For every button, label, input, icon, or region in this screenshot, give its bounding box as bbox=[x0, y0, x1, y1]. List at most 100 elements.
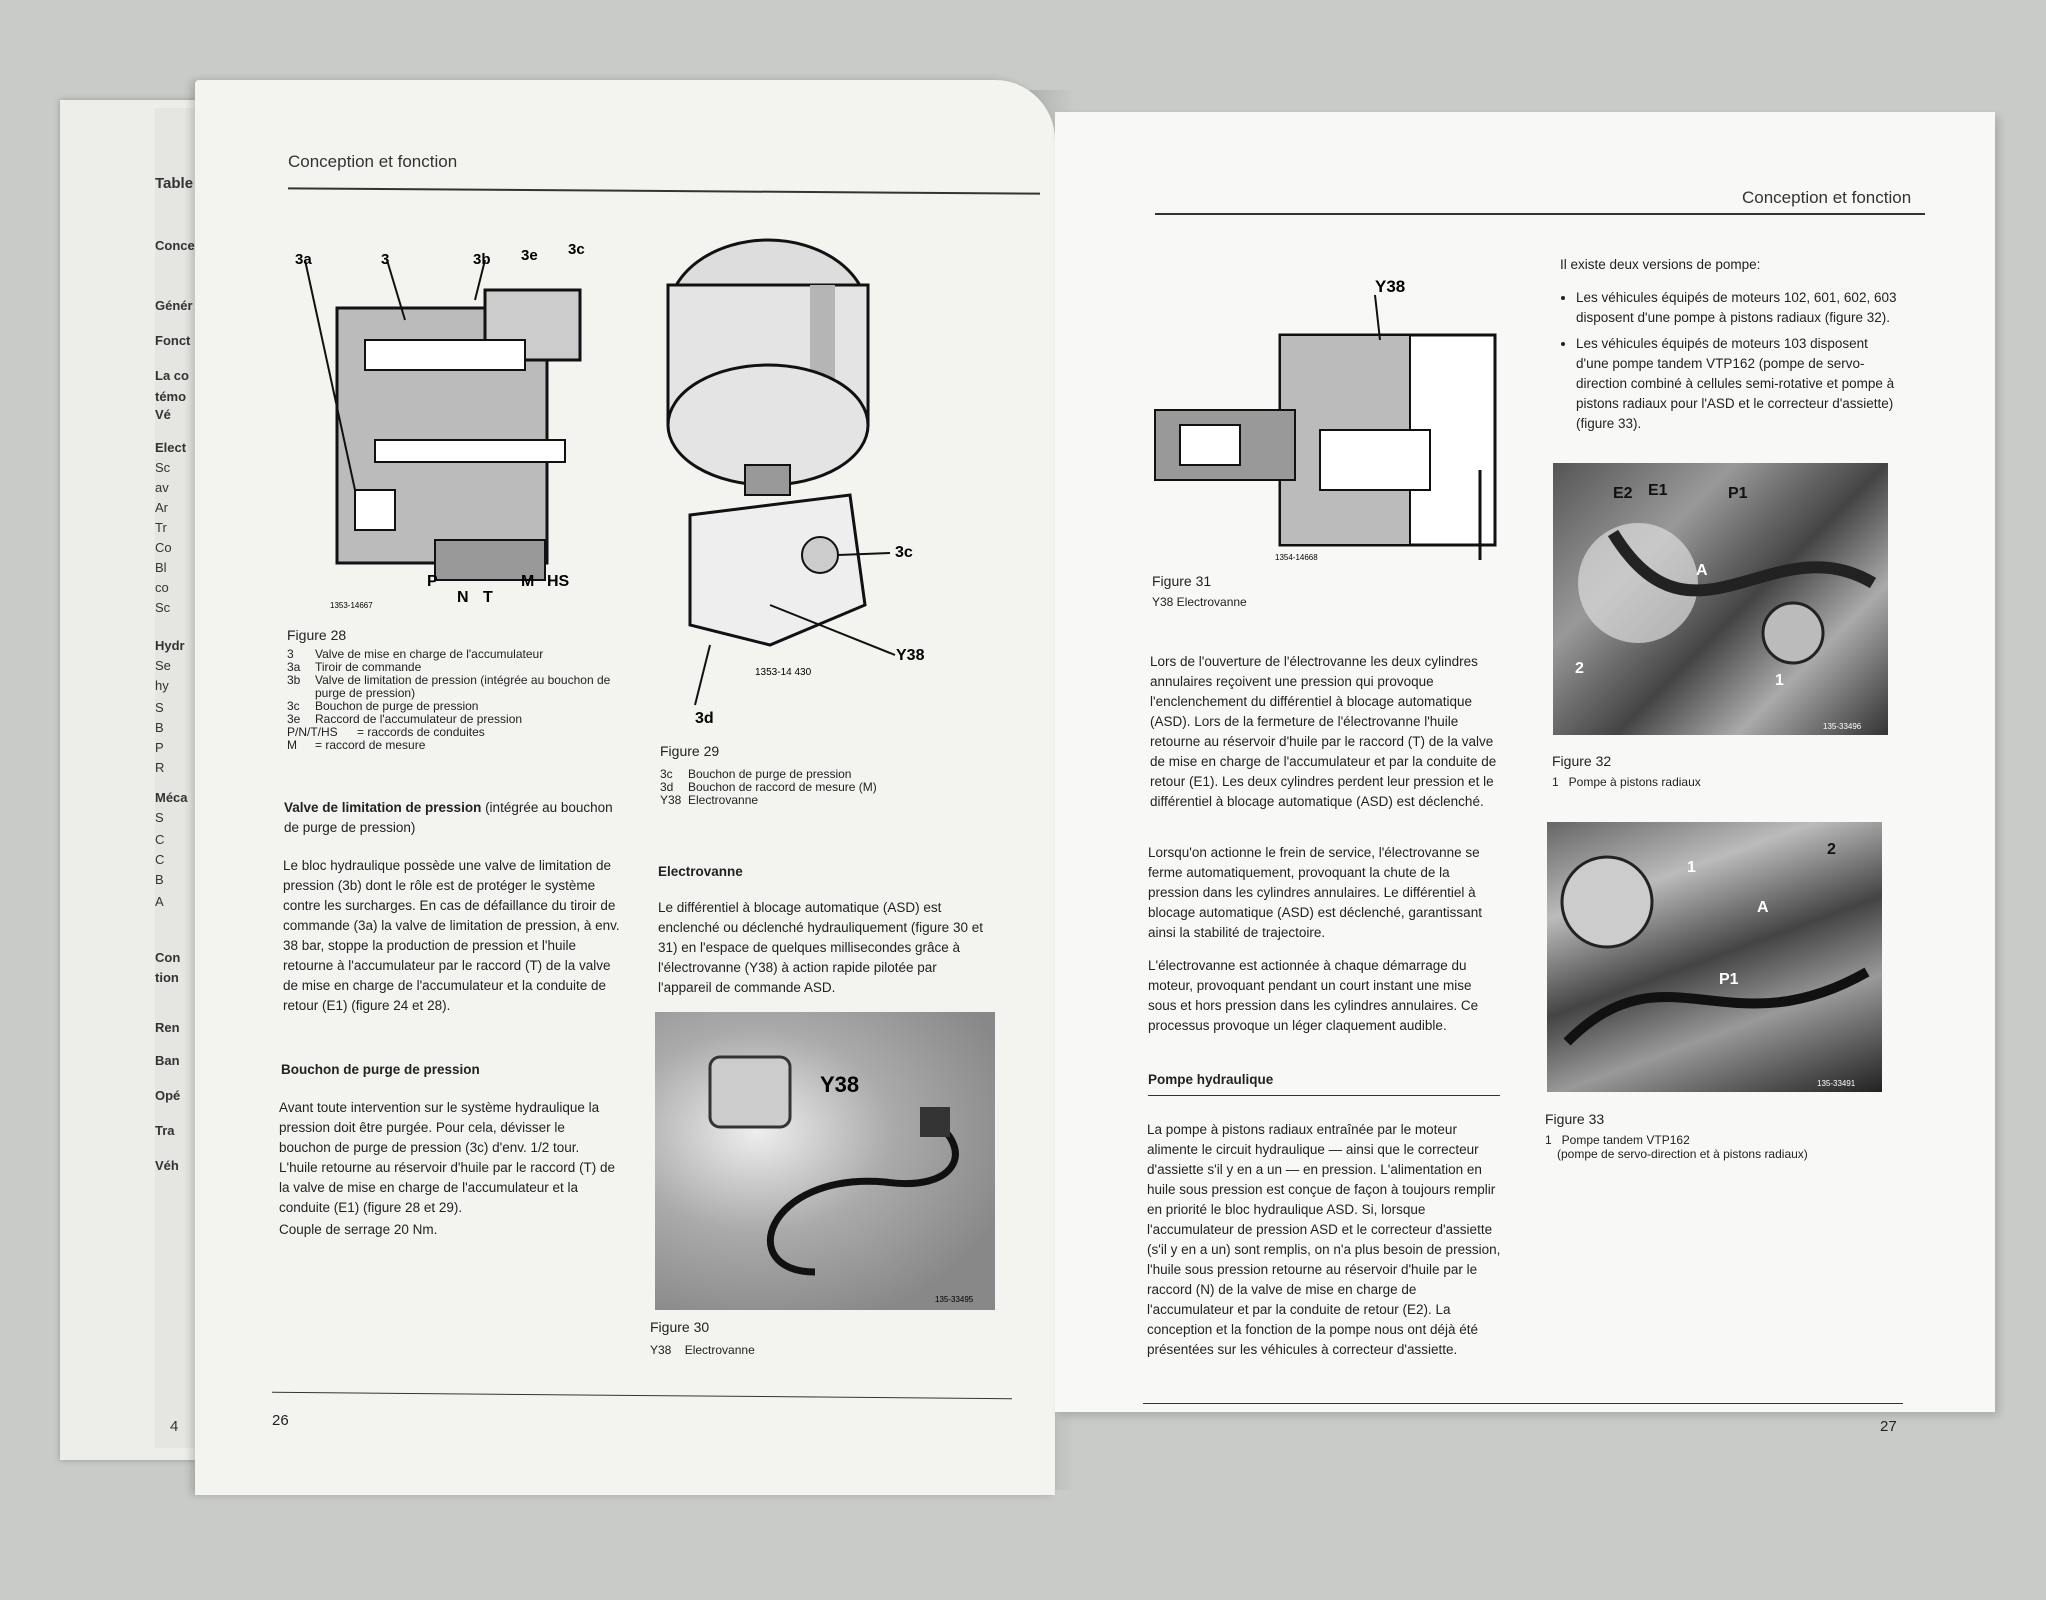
fig28-label-3c: 3c bbox=[568, 241, 585, 258]
legend-value: = raccord de mesure bbox=[315, 738, 426, 752]
legend-key: 3c bbox=[287, 699, 300, 713]
fig33-label-a: A bbox=[1757, 899, 1769, 916]
fig28-code: 1353-14667 bbox=[330, 601, 373, 610]
toc-item: Con bbox=[155, 950, 181, 965]
toc-item: La co bbox=[155, 368, 189, 383]
legend-key: 3a bbox=[287, 660, 301, 674]
legend-key: Y38 bbox=[660, 793, 682, 807]
figure-29-caption: Figure 29 bbox=[660, 743, 720, 759]
figure-32-caption: Figure 32 bbox=[1552, 753, 1612, 769]
legend-value: Electrovanne bbox=[688, 793, 759, 807]
figure-28-diagram: 3a 3 3b 3e 3c P N T M HS 1353-14667 bbox=[295, 241, 585, 610]
toc-item: S bbox=[155, 810, 164, 825]
legend-value: Raccord de l'accumulateur de pression bbox=[315, 712, 523, 726]
legend-key: 3b bbox=[287, 673, 301, 687]
fig33-code: 135-33491 bbox=[1817, 1079, 1856, 1088]
toc-item: Méca bbox=[155, 790, 188, 805]
fig32-code: 135-33496 bbox=[1823, 722, 1862, 731]
fig28-label-3: 3 bbox=[381, 251, 389, 268]
figure-30-legend: Y38 Electrovanne bbox=[650, 1344, 755, 1357]
fig29-label-3d: 3d bbox=[695, 710, 714, 727]
fig29-code: 1353-14 430 bbox=[755, 667, 812, 678]
legend-row: 3e Raccord de l'accumulateur de pression bbox=[287, 713, 617, 726]
figure-33-caption: Figure 33 bbox=[1545, 1111, 1605, 1127]
legend-value: Bouchon de raccord de mesure (M) bbox=[688, 780, 877, 794]
torque-spec: Couple de serrage 20 Nm. bbox=[279, 1222, 438, 1237]
toc-page-number: 4 bbox=[170, 1418, 179, 1435]
fig30-legend-val: Electrovanne bbox=[684, 1343, 755, 1357]
figure-33-legend-2: (pompe de servo-direction et à pistons r… bbox=[1557, 1147, 1808, 1161]
legend-row: 3d Bouchon de raccord de mesure (M) bbox=[660, 781, 960, 794]
legend-row: 3a Tiroir de commande bbox=[287, 661, 617, 674]
legend-key: M bbox=[287, 738, 297, 752]
figure-31-diagram: Y38 1354-14668 bbox=[1154, 277, 1497, 562]
fig32-label-2: 2 bbox=[1575, 660, 1584, 677]
figure-30-caption: Figure 30 bbox=[650, 1319, 710, 1335]
fig28-label-T: T bbox=[483, 589, 493, 606]
fig28-label-3b: 3b bbox=[473, 251, 491, 268]
toc-item: Hydr bbox=[155, 638, 185, 653]
legend-row: P/N/T/HS = raccords de conduites bbox=[287, 726, 617, 739]
toc-item: R bbox=[155, 760, 165, 775]
legend-key: 3d bbox=[660, 780, 674, 794]
toc-item: av bbox=[155, 480, 169, 495]
figure-28-caption: Figure 28 bbox=[287, 627, 347, 643]
legend-value: Tiroir de commande bbox=[315, 660, 422, 674]
fig32-label-e1: E1 bbox=[1648, 482, 1668, 499]
legend-value: Bouchon de purge de pression bbox=[315, 699, 479, 713]
figure-31-caption: Figure 31 bbox=[1152, 573, 1212, 589]
fig30-legend-key: Y38 bbox=[650, 1343, 672, 1357]
toc-item: Bl bbox=[155, 560, 167, 575]
legend-key: P/N/T/HS bbox=[287, 725, 338, 739]
legend-row: M = raccord de mesure bbox=[287, 739, 617, 752]
legend-value: = raccords de conduites bbox=[357, 725, 485, 739]
section-electrovanne-body: Le différentiel à blocage automatique (A… bbox=[658, 900, 983, 995]
toc-title: Table bbox=[155, 175, 194, 192]
toc-item: Vé bbox=[155, 407, 171, 422]
toc-item: Véh bbox=[155, 1158, 179, 1173]
section-electrovanne-title: Electrovanne bbox=[658, 864, 743, 879]
legend-row: Y38 Electrovanne bbox=[660, 794, 960, 807]
figure-29-diagram: 3c Y38 3d 1353-14 430 bbox=[666, 238, 925, 727]
fig32-label-p1: P1 bbox=[1728, 485, 1748, 502]
fig30-code: 135-33495 bbox=[935, 1295, 974, 1304]
toc-item: Ban bbox=[155, 1053, 180, 1068]
toc-item: tion bbox=[155, 970, 179, 985]
section-bouchon-title: Bouchon de purge de pression bbox=[281, 1062, 480, 1077]
toc-item: hy bbox=[155, 678, 169, 693]
toc-item: co bbox=[155, 580, 169, 595]
toc-item: Se bbox=[155, 658, 171, 673]
toc-item: Ren bbox=[155, 1020, 180, 1035]
toc-item: Fonct bbox=[155, 333, 191, 348]
pump-versions-intro: Il existe deux versions de pompe: bbox=[1560, 257, 1761, 272]
fig29-label-y38: Y38 bbox=[896, 647, 925, 664]
fig31-code: 1354-14668 bbox=[1275, 553, 1318, 562]
right-footer-rule bbox=[1143, 1403, 1903, 1404]
paragraph-ouverture: Lors de l'ouverture de l'électrovanne le… bbox=[1150, 654, 1497, 809]
fig30-label-y38: Y38 bbox=[820, 1072, 859, 1097]
fig28-label-P: P bbox=[427, 573, 438, 590]
fig29-label-3c: 3c bbox=[895, 544, 913, 561]
fig32-label-1: 1 bbox=[1775, 672, 1784, 689]
legend-key: 3 bbox=[287, 647, 294, 661]
toc-item: Tr bbox=[155, 520, 167, 535]
legend-key: 3e bbox=[287, 712, 301, 726]
toc-item: Opé bbox=[155, 1088, 181, 1103]
fig28-label-3e: 3e bbox=[521, 247, 538, 264]
fig33-label-p1: P1 bbox=[1719, 971, 1739, 988]
fig28-label-M: M bbox=[521, 573, 534, 590]
fig31-label-y38: Y38 bbox=[1375, 277, 1405, 296]
fig33-label-2: 2 bbox=[1827, 841, 1836, 858]
figure-30-photo: Y38 135-33495 bbox=[655, 1012, 995, 1310]
section-pompe-title: Pompe hydraulique bbox=[1148, 1072, 1274, 1087]
toc-item: Conce bbox=[155, 238, 195, 253]
legend-key: 3c bbox=[660, 767, 673, 781]
toc-item: Tra bbox=[155, 1123, 175, 1138]
left-page-number: 26 bbox=[272, 1412, 289, 1429]
right-page-number: 27 bbox=[1880, 1418, 1897, 1435]
paragraph-pompe: La pompe à pistons radiaux entraînée par… bbox=[1147, 1122, 1501, 1357]
fig32-label-a: A bbox=[1696, 562, 1708, 579]
